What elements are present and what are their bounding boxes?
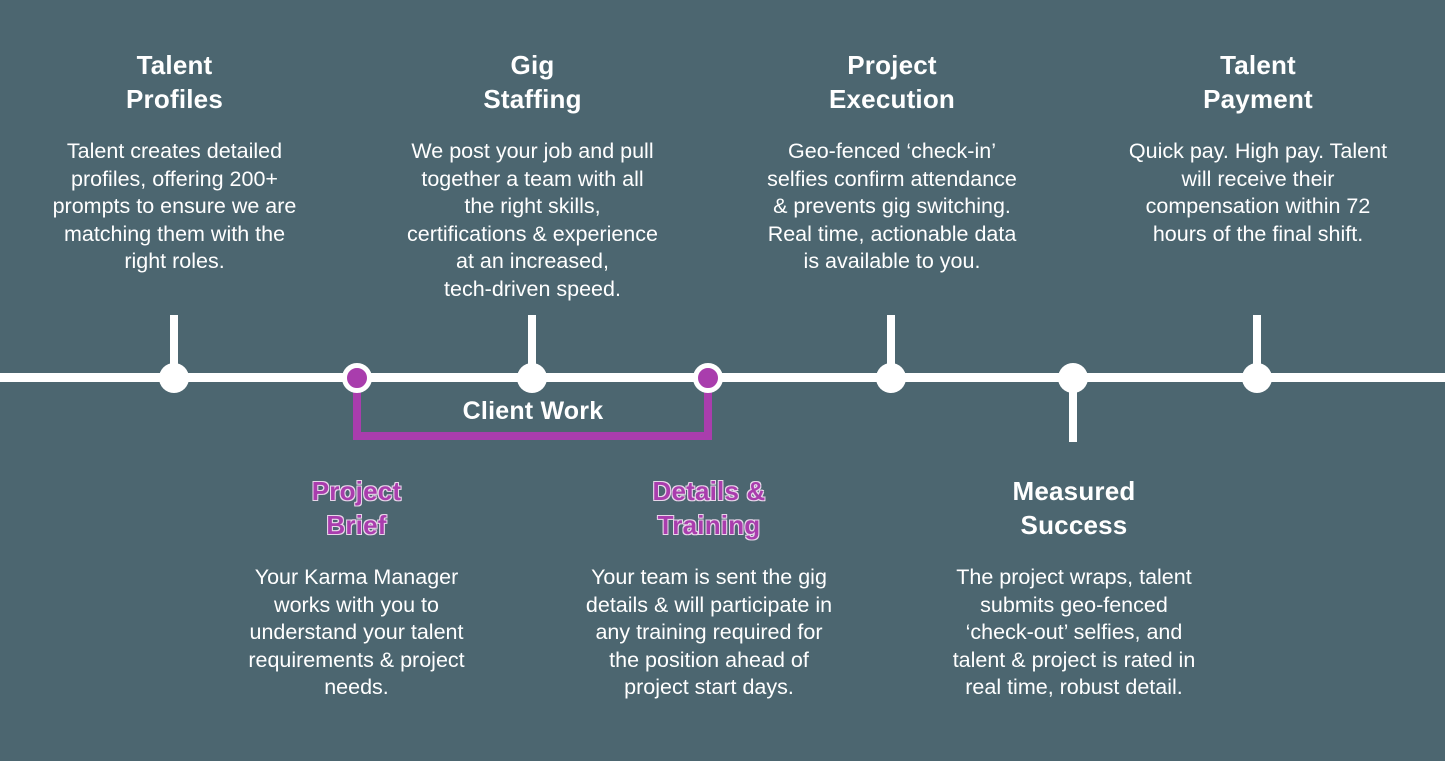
step-heading-details-training: Details & Training [652,476,766,540]
step-block-measured-success: Measured Success The project wraps, tale… [928,474,1220,702]
timeline-node-project-execution[interactable] [876,363,906,393]
timeline-node-measured-success[interactable] [1058,363,1088,393]
step-body-project-brief: Your Karma Manager works with you to und… [248,565,465,699]
timeline-node-talent-payment[interactable] [1242,363,1272,393]
step-block-talent-profiles: Talent Profiles Talent creates detailed … [42,48,307,276]
step-body-project-execution: Geo-fenced ‘check-in’ selfies confirm at… [767,139,1017,273]
connector-stem-project-execution [887,315,895,379]
step-body-gig-staffing: We post your job and pull together a tea… [407,139,658,301]
step-heading-talent-profiles: Talent Profiles [126,50,223,114]
client-work-label: Client Work [462,397,604,425]
step-block-gig-staffing: Gig Staffing We post your job and pull t… [390,48,675,303]
step-body-details-training: Your team is sent the gig details & will… [585,565,833,699]
step-heading-measured-success: Measured Success [1012,476,1136,540]
step-body-talent-payment: Quick pay. High pay. Talent will receive… [1128,139,1388,246]
timeline-node-project-brief[interactable] [342,363,372,393]
timeline-node-gig-staffing[interactable] [517,363,547,393]
connector-stem-measured-success [1069,378,1077,442]
step-block-project-execution: Project Execution Geo-fenced ‘check-in’ … [748,48,1036,276]
step-heading-gig-staffing: Gig Staffing [483,50,582,114]
step-heading-project-brief: Project Brief [311,476,402,540]
timeline-node-talent-profiles[interactable] [159,363,189,393]
step-body-measured-success: The project wraps, talent submits geo-fe… [952,565,1196,699]
step-block-details-training: Details & Training Your team is sent the… [570,474,848,702]
client-work-bracket [353,378,712,440]
step-block-project-brief: Project Brief Your Karma Manager works w… [225,474,488,702]
step-body-talent-profiles: Talent creates detailed profiles, offeri… [52,139,297,273]
step-heading-project-execution: Project Execution [828,50,956,114]
step-block-talent-payment: Talent Payment Quick pay. High pay. Tale… [1113,48,1403,248]
connector-stem-gig-staffing [528,315,536,379]
connector-stem-talent-profiles [170,315,178,379]
timeline-node-details-training[interactable] [693,363,723,393]
step-heading-talent-payment: Talent Payment [1203,50,1313,114]
connector-stem-talent-payment [1253,315,1261,379]
